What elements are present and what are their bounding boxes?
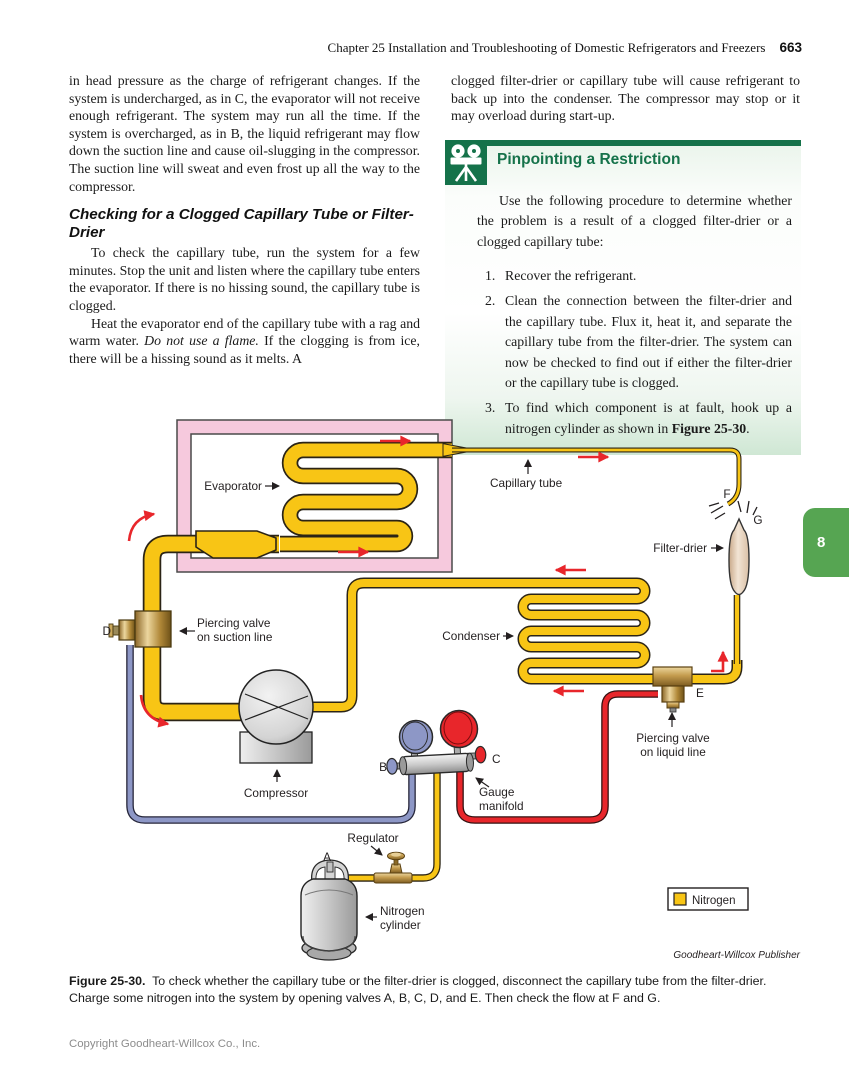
regulator — [373, 851, 413, 884]
legend-nitrogen: Nitrogen — [667, 887, 749, 911]
compressor — [238, 669, 314, 764]
nitrogen-hose — [341, 772, 441, 882]
label-e: E — [696, 686, 704, 700]
flow-arrows — [127, 435, 729, 728]
label-c: C — [492, 752, 501, 766]
section-heading: Checking for a Clogged Capillary Tube or… — [69, 206, 414, 241]
label-filter-drier: Filter-drier — [653, 541, 707, 555]
label-d: D — [102, 624, 111, 638]
label-f: F — [723, 487, 730, 501]
discharge-line — [305, 577, 533, 713]
capillary-tube-line — [442, 442, 742, 507]
condenser-coil — [517, 577, 743, 685]
paragraph: clogged filter-drier or capillary tube w… — [451, 73, 800, 124]
paragraph: Heat the evaporator end of the capillary… — [69, 315, 420, 366]
figure-caption-text: To check whether the capillary tube or t… — [69, 974, 767, 1005]
evaporator-coil — [280, 441, 452, 553]
copyright-line: Copyright Goodheart-Willcox Co., Inc. — [69, 1038, 261, 1050]
suction-line — [142, 534, 279, 722]
legend-label: Nitrogen — [692, 895, 735, 907]
procedure-list: 1.Recover the refrigerant. 2.Clean the c… — [477, 266, 792, 439]
chapter-tab: 8 — [803, 508, 849, 577]
label-piercing-suction-1: Piercing valve — [197, 616, 271, 630]
page-number: 663 — [779, 40, 802, 55]
label-regulator: Regulator — [347, 831, 398, 845]
label-gauge-2: manifold — [479, 799, 524, 813]
page-header: Chapter 25 Installation and Troubleshoot… — [0, 40, 802, 56]
label-g: G — [753, 513, 762, 527]
procedure-step: 2.Clean the connection between the filte… — [485, 292, 792, 391]
figure-reference: Figure 25-30 — [671, 420, 747, 436]
label-piercing-liquid-1: Piercing valve — [636, 731, 710, 745]
feature-box-top-bar — [445, 140, 801, 146]
legend-swatch — [673, 892, 687, 906]
gauge-manifold — [386, 709, 487, 776]
piercing-valve-suction — [108, 610, 172, 648]
label-evaporator: Evaporator — [204, 479, 262, 493]
label-piercing-liquid-2: on liquid line — [640, 745, 706, 759]
figure-caption-label: Figure 25-30. — [69, 974, 146, 988]
feature-box-title: Pinpointing a Restriction — [497, 151, 681, 168]
piercing-valve-liquid — [652, 666, 693, 713]
hissing-marks — [708, 500, 758, 520]
valve-c-knob — [474, 745, 487, 764]
chapter-title: Chapter 25 Installation and Troubleshoot… — [327, 40, 766, 55]
figure-caption: Figure 25-30. To check whether the capil… — [69, 973, 807, 1006]
right-column: clogged filter-drier or capillary tube w… — [451, 72, 800, 125]
valve-b-knob — [386, 757, 398, 775]
italic-phrase: Do not use a flame. — [144, 333, 259, 349]
publisher-credit: Goodheart-Willcox Publisher — [673, 950, 800, 961]
chapter-tab-number: 8 — [817, 534, 826, 551]
procedure-step: 3.To find which component is at fault, h… — [485, 399, 792, 436]
high-side-hose — [456, 690, 658, 824]
feature-intro: Use the following procedure to determine… — [477, 192, 792, 249]
figure-25-30-diagram: Evaporator Capillary tube F G Filter-dri… — [102, 419, 801, 961]
label-condenser: Condenser — [442, 629, 500, 643]
label-gauge-1: Gauge — [479, 785, 515, 799]
label-nitrogen-1: Nitrogen — [380, 904, 425, 918]
label-arrows — [179, 459, 724, 921]
suction-accumulator — [195, 530, 277, 559]
label-a: A — [323, 850, 331, 864]
filter-drier — [728, 517, 750, 596]
film-projector-icon — [445, 140, 487, 185]
label-compressor: Compressor — [244, 786, 308, 800]
nitrogen-cylinder — [300, 859, 358, 961]
low-side-hose — [126, 645, 416, 824]
left-column: in head pressure as the charge of refrig… — [69, 72, 420, 367]
label-nitrogen-2: cylinder — [380, 918, 421, 932]
feature-box-pinpointing-a-restriction: Pinpointing a Restriction Use the follow… — [445, 140, 801, 456]
feature-box-body: Use the following procedure to determine… — [445, 169, 801, 455]
label-capillary-tube: Capillary tube — [490, 476, 563, 490]
paragraph: in head pressure as the charge of refrig… — [69, 73, 420, 194]
paragraph: To check the capillary tube, run the sys… — [69, 245, 420, 313]
procedure-step: 1.Recover the refrigerant. — [485, 268, 637, 284]
label-b: B — [379, 760, 387, 774]
label-piercing-suction-2: on suction line — [197, 630, 273, 644]
